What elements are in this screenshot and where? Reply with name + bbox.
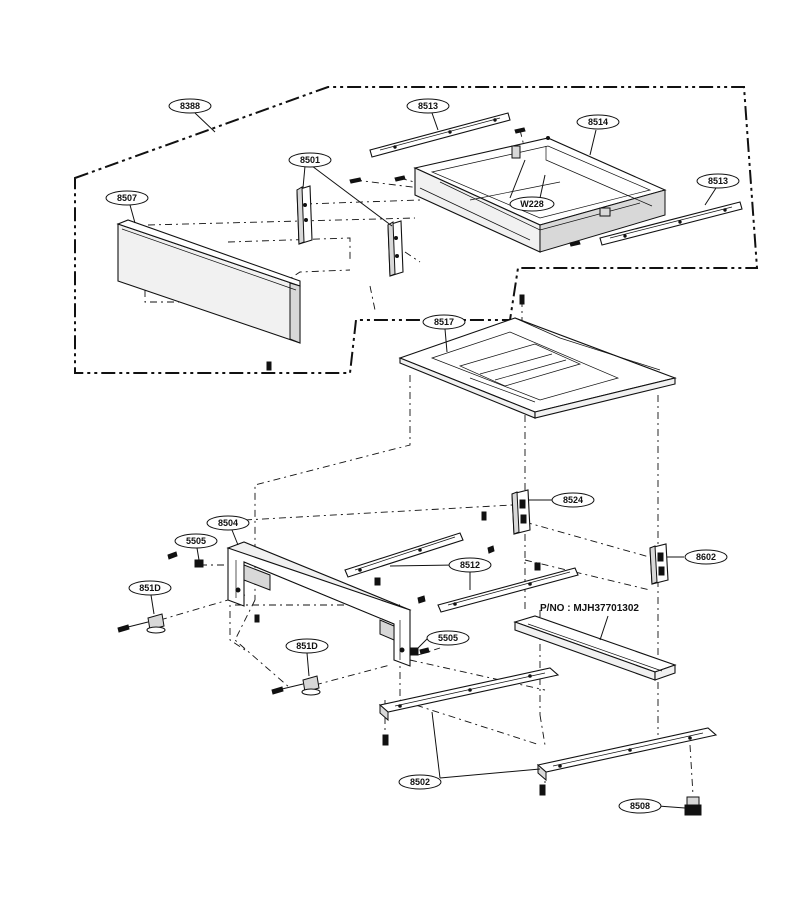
leg-8508 [684, 796, 702, 816]
side-rail-lower [417, 562, 579, 613]
label-8508: 8508 [618, 798, 662, 814]
bottom-cover-part [513, 615, 677, 681]
label-8388: 8388 [168, 98, 212, 114]
label-w228: W228 [509, 196, 555, 212]
label-8502: 8502 [398, 774, 442, 790]
label-5505-left: 5505 [174, 533, 218, 549]
drawer-bracket-right [387, 220, 404, 277]
drawer-tub [413, 136, 667, 253]
label-8512: 8512 [448, 557, 492, 573]
label-8513-upper: 8513 [406, 98, 450, 114]
drawer-slide-lower [599, 201, 743, 246]
svg-text:5505: 5505 [438, 633, 458, 643]
svg-text:8508: 8508 [630, 801, 650, 811]
svg-text:8513: 8513 [418, 101, 438, 111]
svg-text:8524: 8524 [563, 495, 583, 505]
leveling-foot-left [117, 613, 166, 634]
svg-text:8513: 8513 [708, 176, 728, 186]
bottom-tray [398, 317, 677, 419]
label-8514: 8514 [576, 114, 620, 130]
svg-text:851D: 851D [139, 583, 161, 593]
drawer-bracket-left [296, 185, 313, 245]
label-8517: 8517 [422, 314, 466, 330]
svg-text:8602: 8602 [696, 552, 716, 562]
svg-text:W228: W228 [520, 199, 544, 209]
drawer-screws [266, 127, 581, 371]
leveling-foot-right [271, 675, 321, 696]
svg-text:8514: 8514 [588, 117, 608, 127]
svg-text:8512: 8512 [460, 560, 480, 570]
label-8524: 8524 [551, 492, 595, 508]
label-8602: 8602 [684, 549, 728, 565]
svg-text:8502: 8502 [410, 777, 430, 787]
label-8513-lower: 8513 [696, 173, 740, 189]
part-number-note: P/NO : MJH37701302 [540, 603, 639, 614]
label-851d-right: 851D [285, 638, 329, 654]
svg-text:8507: 8507 [117, 193, 137, 203]
drawer-assembly-boundary [74, 86, 759, 374]
drawer-front-panel [116, 219, 301, 344]
bottom-rail-left [378, 667, 560, 746]
front-frame [226, 541, 412, 667]
label-8507: 8507 [105, 190, 149, 206]
bracket-8524 [481, 489, 531, 535]
side-rail-upper [344, 532, 495, 586]
label-851d-left: 851D [128, 580, 172, 596]
svg-text:8504: 8504 [218, 518, 238, 528]
bracket-8602 [649, 543, 669, 585]
svg-text:8517: 8517 [434, 317, 454, 327]
label-5505-right: 5505 [426, 630, 470, 646]
label-8501: 8501 [288, 152, 332, 168]
label-8504: 8504 [206, 515, 250, 531]
svg-text:8388: 8388 [180, 101, 200, 111]
svg-text:8501: 8501 [300, 155, 320, 165]
drawer-slide-upper [369, 112, 511, 158]
svg-text:5505: 5505 [186, 536, 206, 546]
svg-text:851D: 851D [296, 641, 318, 651]
bottom-rail-right [536, 727, 718, 796]
